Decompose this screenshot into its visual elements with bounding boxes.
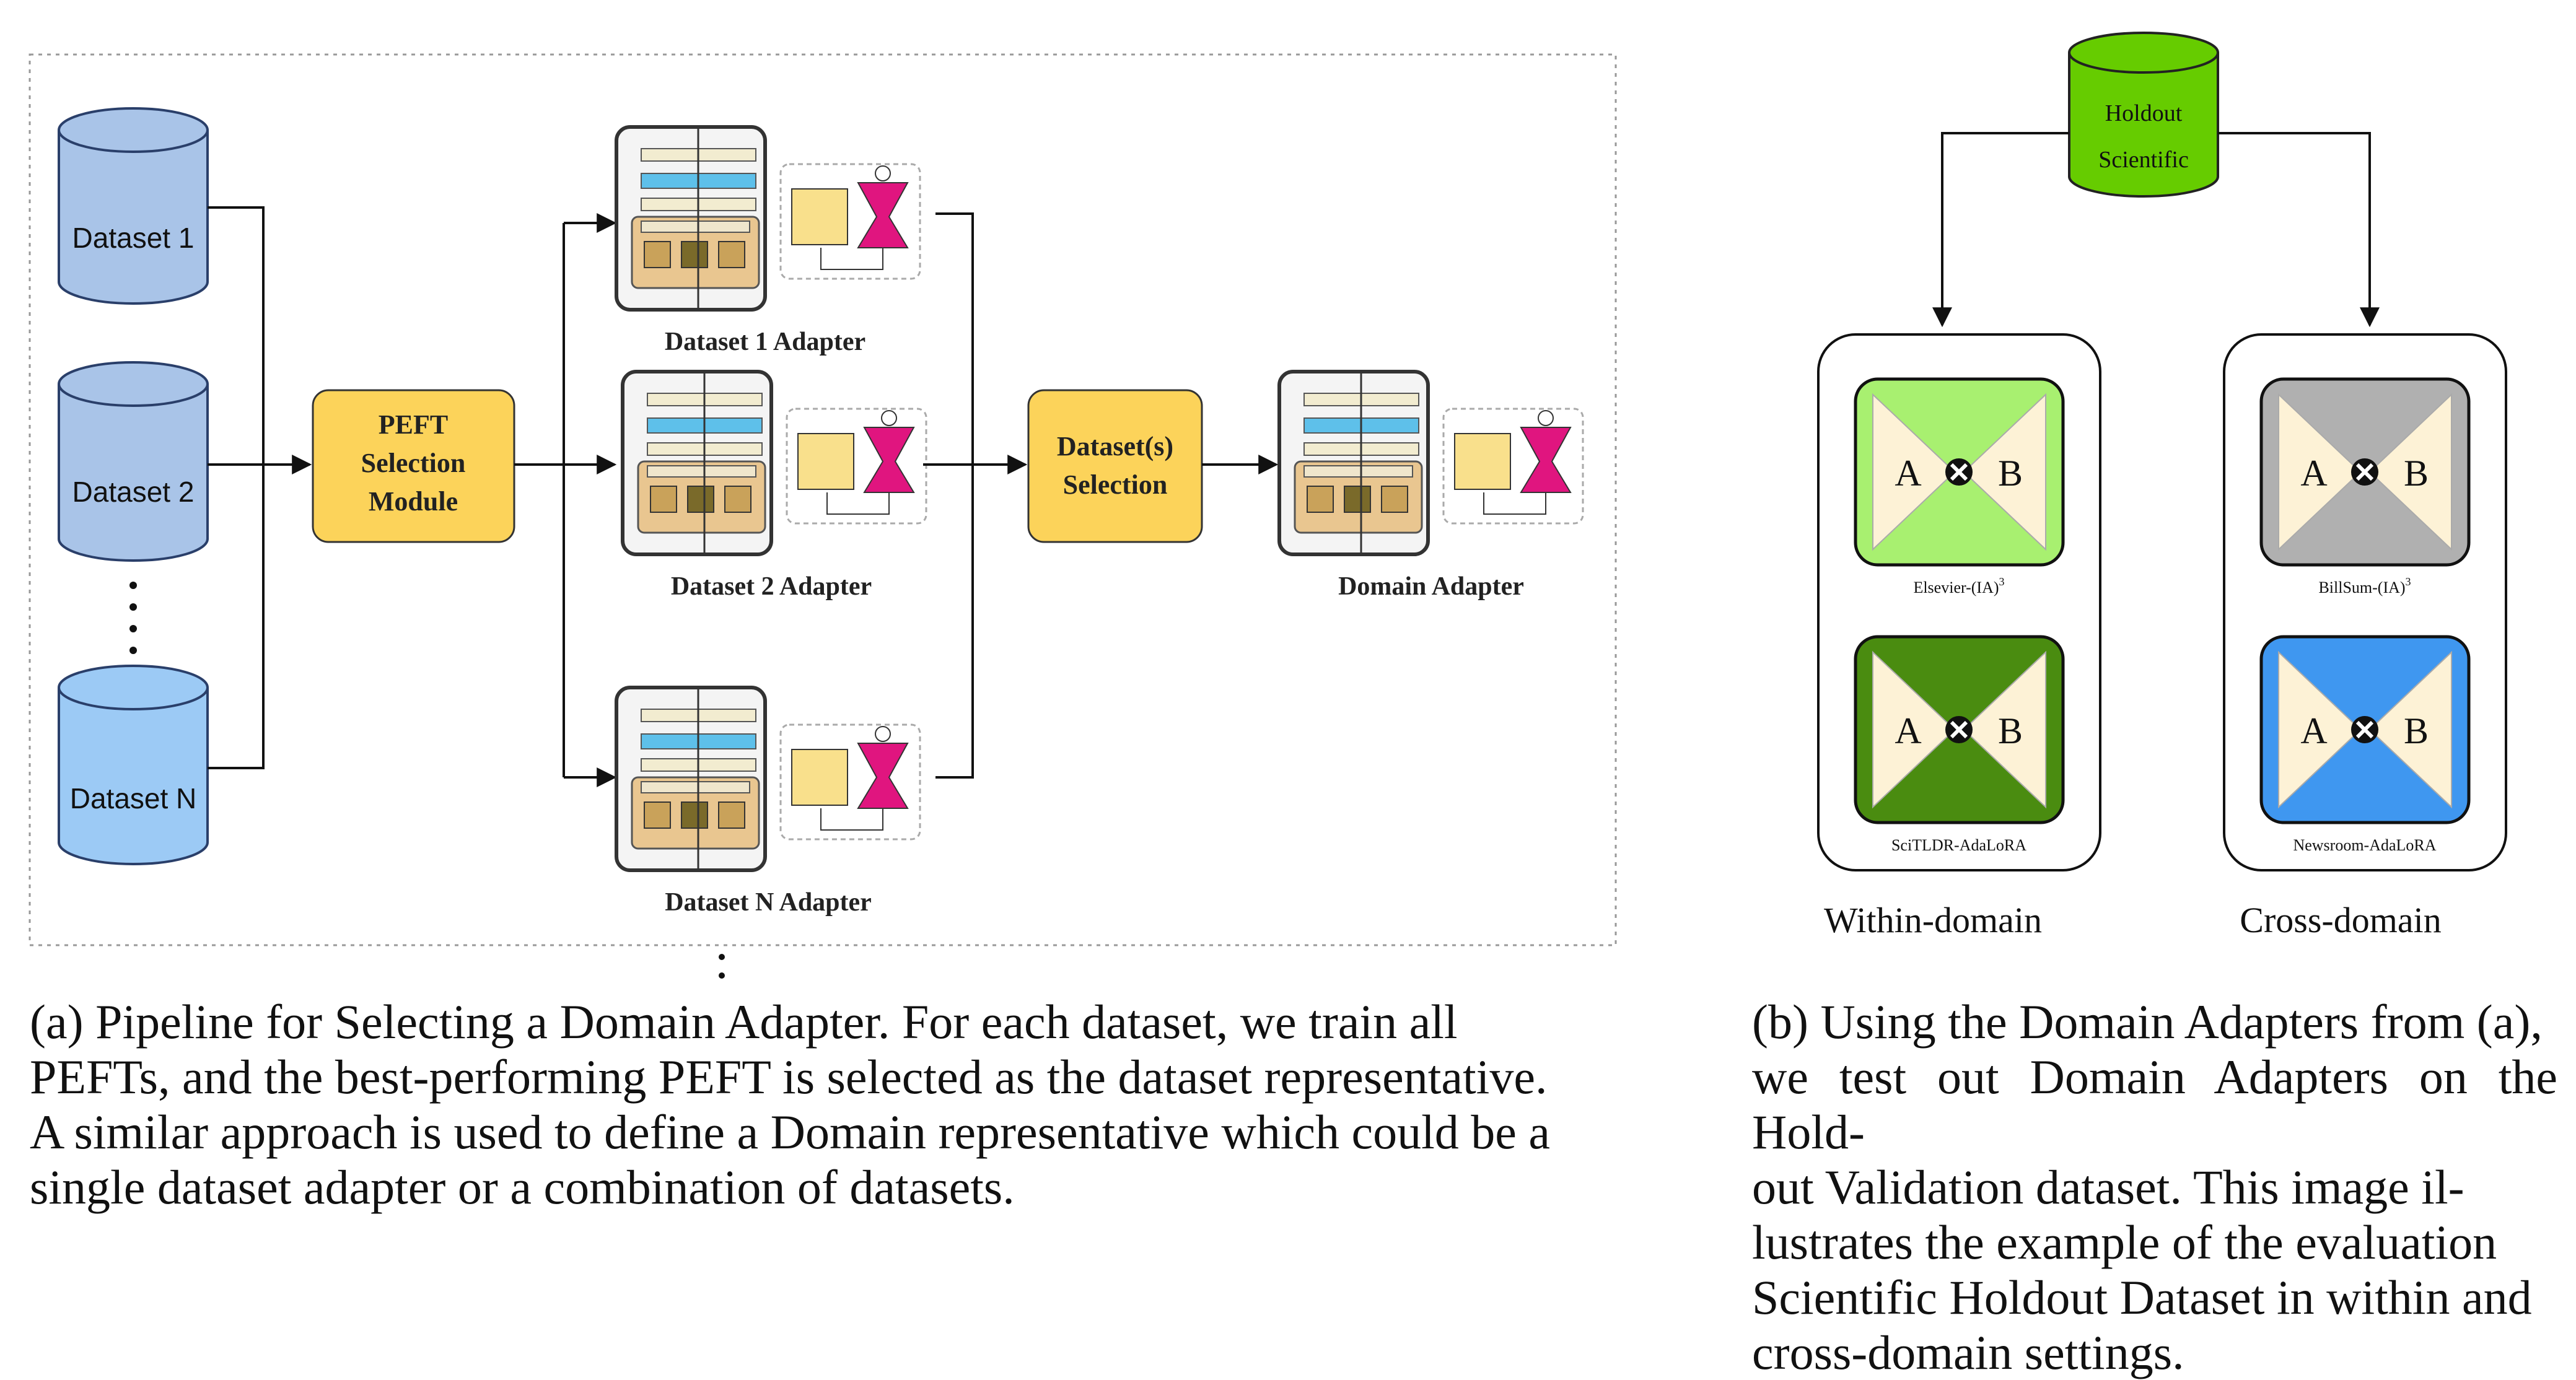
caption-b-line: out Validation dataset. This image il- [1752, 1160, 2464, 1214]
adapter-a-label: A [2300, 453, 2327, 494]
caption-a: (a) Pipeline for Selecting a Domain Adap… [30, 994, 1641, 1215]
caption-b: (b) Using the Domain Adapters from (a), … [1752, 994, 2557, 1380]
continuation-dots [719, 954, 725, 979]
domain-adapter-name: Elsevier-(IA)3 [1913, 575, 2004, 596]
caption-b-line: (b) Using the Domain Adapters from (a), [1752, 995, 2543, 1049]
adapter-b-label: B [1998, 710, 2023, 751]
adapter-label-2: Dataset 2 Adapter [671, 572, 872, 601]
dataset-adapter-icon [615, 686, 921, 872]
dataset-connectors [208, 206, 312, 769]
dataset-cylinder-n: Dataset N [58, 665, 209, 865]
adapter-b-label: B [2404, 710, 2429, 751]
domain-adapter-icon [1277, 370, 1584, 556]
caption-b-line: Scientific Holdout Dataset in within and [1752, 1270, 2532, 1324]
dataset-adapter-icon [615, 125, 921, 312]
ellipsis-dots [129, 582, 137, 654]
adapter-b-label: B [2404, 453, 2429, 494]
holdout-scientific-cylinder: Holdout Scientific [2068, 32, 2219, 198]
peft-label-1: PEFT [379, 409, 448, 440]
domain-adapter-tile: A B Elsevier-(IA)3 [1854, 377, 2065, 596]
holdout-label-2: Scientific [2098, 147, 2189, 173]
holdout-label-1: Holdout [2105, 100, 2183, 126]
peft-selection-module: PEFT Selection Module [312, 389, 515, 543]
peft-label-3: Module [369, 486, 458, 517]
adapters-to-selection [923, 212, 1028, 779]
panel-a: Dataset 1 Dataset 2 Dataset N PEFT Selec… [28, 53, 1617, 979]
peft-label-2: Selection [361, 448, 466, 478]
adapter-label-1: Dataset 1 Adapter [665, 328, 865, 356]
domain-adapter-tile: A B Newsroom-AdaLoRA [2259, 635, 2471, 854]
selection-label-1: Dataset(s) [1057, 431, 1173, 461]
caption-b-line: cross-domain settings. [1752, 1325, 2184, 1379]
domain-adapter-tile: A B SciTLDR-AdaLoRA [1854, 635, 2065, 854]
domain-adapter-tile: A B BillSum-(IA)3 [2259, 377, 2471, 596]
holdout-arrows [1932, 132, 2380, 328]
cross-domain-title: Cross-domain [2240, 900, 2441, 940]
dataset-selection-module: Dataset(s) Selection [1027, 389, 1203, 543]
caption-b-line: lustrates the example of the evaluation [1752, 1215, 2497, 1269]
dataset-label-2: Dataset 2 [72, 476, 195, 508]
adapter-b-label: B [1998, 453, 2023, 494]
dataset-cylinder-1: Dataset 1 [58, 107, 209, 305]
adapter-a-label: A [1895, 710, 1921, 751]
dataset-label-n: Dataset N [70, 782, 197, 814]
adapter-a-label: A [1895, 453, 1921, 494]
selection-label-2: Selection [1063, 469, 1168, 500]
caption-a-line: PEFTs, and the best-performing PEFT is s… [30, 1050, 1548, 1104]
domain-adapter-label: Domain Adapter [1338, 572, 1524, 601]
domain-adapter-name: BillSum-(IA)3 [2318, 575, 2411, 596]
domain-adapter-name: Newsroom-AdaLoRA [2293, 836, 2436, 854]
caption-b-line: we test out Domain Adapters on the Hold- [1752, 1050, 2557, 1159]
caption-a-line: A similar approach is used to define a D… [30, 1105, 1551, 1159]
peft-to-adapters [514, 213, 617, 787]
within-domain-title: Within-domain [1824, 900, 2042, 940]
dataset-adapter-icon [621, 370, 927, 556]
caption-a-line: (a) Pipeline for Selecting a Domain Adap… [30, 995, 1458, 1049]
dataset-cylinder-2: Dataset 2 [58, 361, 209, 562]
adapter-a-label: A [2300, 710, 2327, 751]
domain-adapter-name: SciTLDR-AdaLoRA [1891, 836, 2026, 854]
dataset-label-1: Dataset 1 [72, 222, 195, 254]
panel-a-frame [28, 53, 1617, 946]
adapter-label-n: Dataset N Adapter [665, 888, 872, 917]
caption-a-line: single dataset adapter or a combination … [30, 1160, 1015, 1214]
